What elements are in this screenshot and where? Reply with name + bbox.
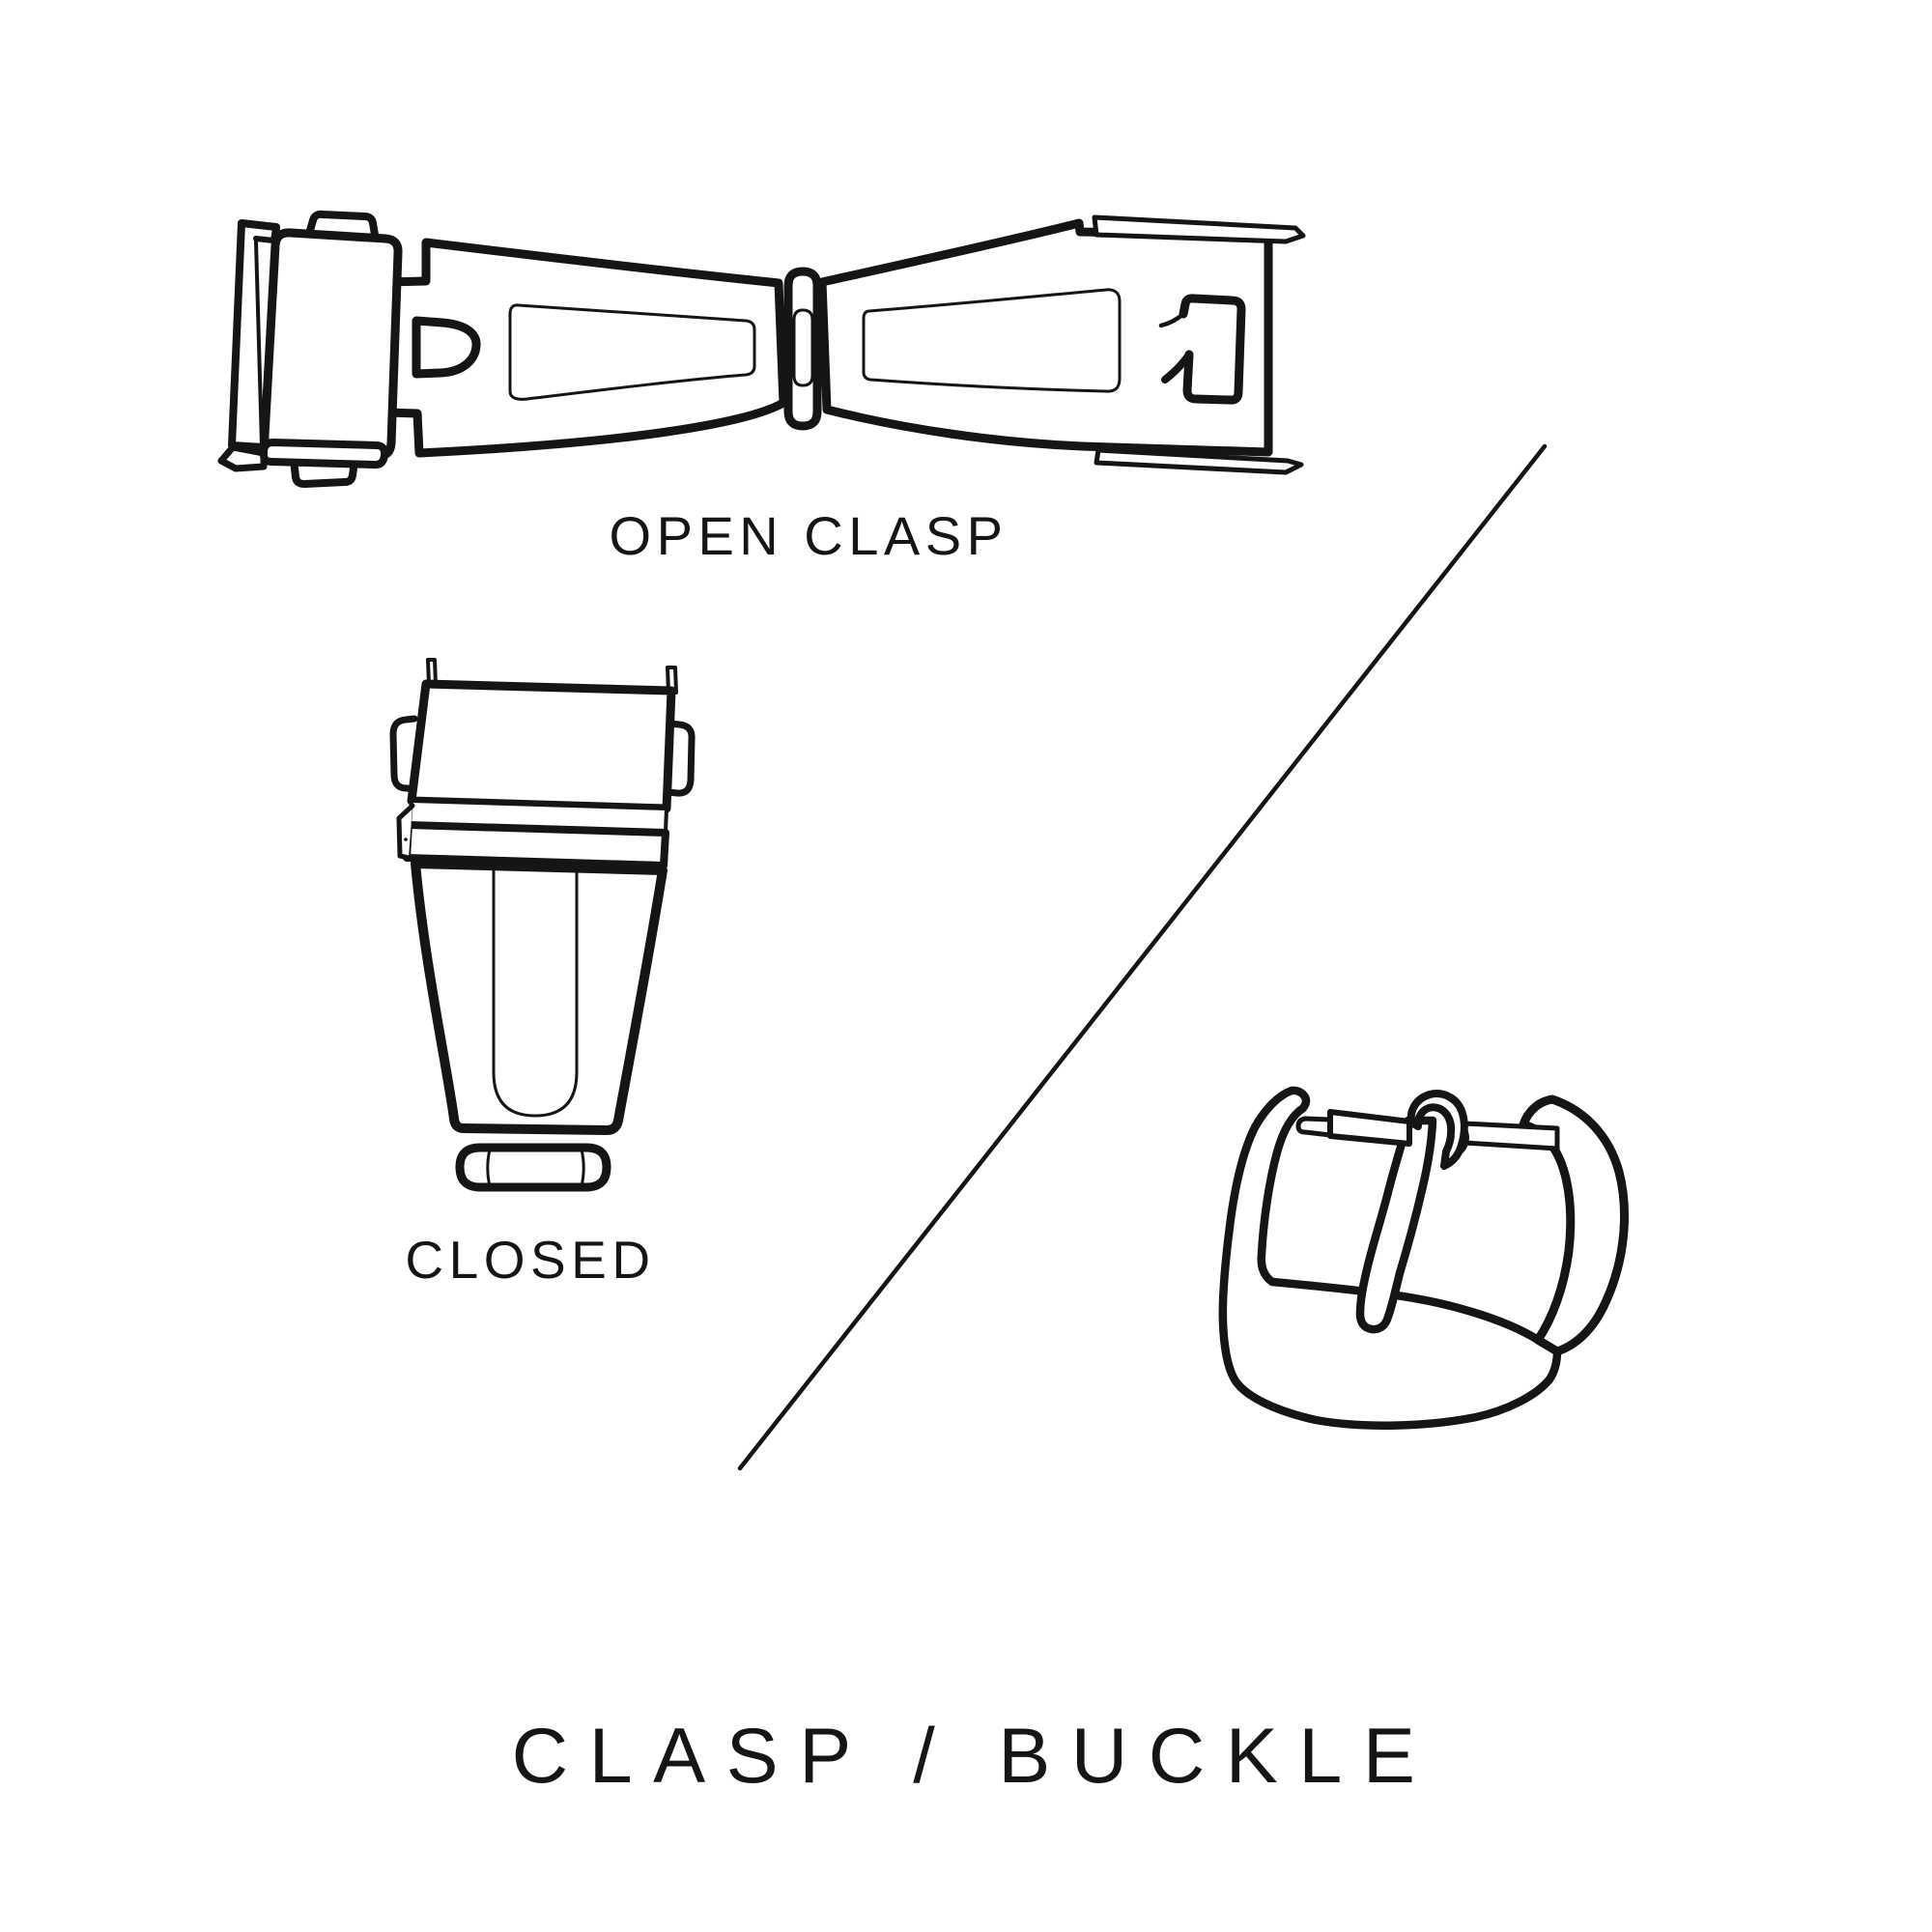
- open-clasp-hook-upper-line: [1158, 311, 1186, 328]
- closed-clasp-illustration: [389, 658, 696, 1192]
- buckle-left-arc-and-drum: [1218, 1086, 1562, 1430]
- open-clasp-end-bar-inner-line: [254, 240, 264, 447]
- closed-clasp-band-wedge: [396, 803, 415, 861]
- open-clasp-hinge-inner: [792, 308, 814, 387]
- page-title: CLASP / BUCKLE: [511, 1713, 1436, 1800]
- closed-clasp-body: [411, 859, 668, 1135]
- closed-clasp-pill: [455, 1143, 611, 1192]
- open-clasp-right-top-flange: [1092, 214, 1306, 244]
- buckle-pin-bar: [1462, 1121, 1560, 1151]
- open-clasp-end-bar-foot: [217, 443, 268, 472]
- diagonal-divider-line: [737, 443, 1548, 1471]
- closed-clasp-pill-line-left: [486, 1148, 492, 1188]
- open-clasp-fold-piece: [260, 228, 403, 461]
- closed-clasp-pill-line-right: [580, 1148, 585, 1188]
- buckle-pin-bar-sleeve: [1327, 1109, 1412, 1147]
- open-clasp-right-arm: [817, 218, 1273, 457]
- open-clasp-hook-lower-line: [1161, 351, 1193, 384]
- closed-clasp-caption: CLOSED: [405, 1230, 656, 1290]
- buckle-tongue: [1355, 1116, 1437, 1334]
- open-clasp-hook-cutout: [1179, 294, 1246, 405]
- closed-clasp-band-thick: [403, 821, 669, 869]
- closed-clasp-window: [492, 866, 579, 1118]
- buckle-tongue-loop: [1406, 1090, 1468, 1170]
- closed-clasp-left-ear: [389, 715, 419, 793]
- open-clasp-left-window: [508, 303, 756, 401]
- open-clasp-d-cutout: [412, 316, 481, 379]
- open-clasp-illustration: [217, 210, 1306, 488]
- open-clasp-right-window: [862, 288, 1122, 393]
- open-clasp-caption: OPEN CLASP: [609, 505, 1009, 566]
- closed-clasp-band-dot: [404, 838, 408, 841]
- open-clasp-top-tab: [305, 210, 379, 239]
- open-clasp-right-bottom-flange: [1094, 447, 1304, 475]
- closed-clasp-lid: [407, 679, 676, 813]
- closed-clasp-left-prong: [426, 658, 438, 687]
- open-clasp-fold-capsule: [259, 439, 389, 469]
- open-clasp-left-arm: [382, 238, 788, 458]
- buckle-pin-bar-stub: [1295, 1116, 1333, 1138]
- open-clasp-hinge: [783, 267, 822, 431]
- pin-buckle-illustration: [1218, 1086, 1630, 1430]
